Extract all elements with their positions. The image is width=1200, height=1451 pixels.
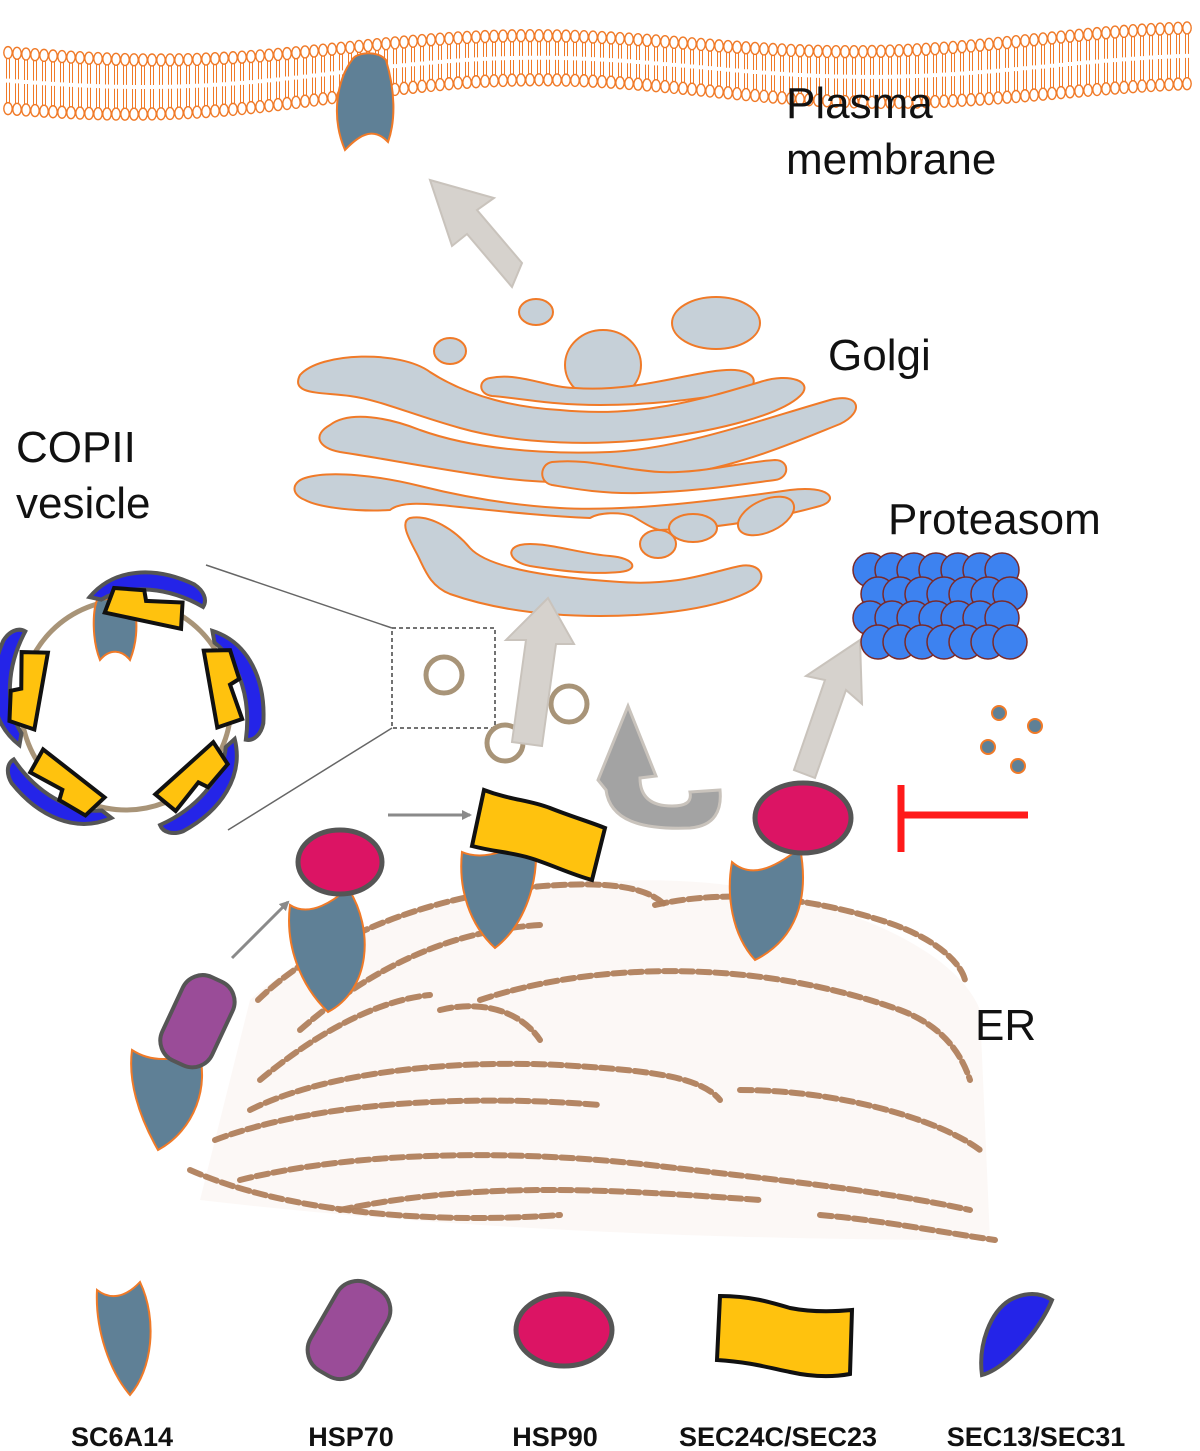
complex-sc6a14-hsp90-left — [288, 827, 385, 1014]
zoom-box — [391, 627, 496, 729]
transport-vesicles — [423, 654, 590, 764]
legend-sc6a14-icon — [95, 1280, 152, 1397]
er-label: ER — [975, 1001, 1036, 1050]
legend: SC6A14 HSP70 HSP90 SEC24C/SEC23 SEC13/SE… — [71, 1278, 1126, 1451]
golgi-label: Golgi — [828, 331, 931, 380]
inhibition-symbol — [897, 785, 1028, 852]
legend-sec24-label: SEC24C/SEC23 — [679, 1422, 877, 1451]
degradation-fragments — [980, 705, 1043, 774]
legend-hsp90-label: HSP90 — [512, 1422, 598, 1451]
arrow-golgi-to-membrane — [428, 178, 524, 289]
arrow-to-proteasome — [792, 638, 864, 780]
complex-sc6a14-sec24 — [460, 787, 608, 950]
zoom-line-top — [205, 564, 393, 629]
complex-sc6a14-hsp70 — [130, 973, 237, 1152]
proteasome — [852, 552, 1028, 660]
arrow-vesicle-to-golgi — [503, 596, 576, 748]
legend-sc6a14-label: SC6A14 — [71, 1422, 173, 1451]
arrow-hsp70-to-hsp90 — [230, 900, 290, 960]
plasma-membrane — [3, 21, 1192, 121]
legend-hsp70-label: HSP70 — [308, 1422, 394, 1451]
arrow-curved-return — [596, 701, 722, 830]
legend-sec13-label: SEC13/SEC31 — [947, 1422, 1126, 1451]
legend-hsp90-icon — [513, 1291, 615, 1369]
sc6a14-in-membrane — [335, 52, 395, 152]
legend-sec24-icon — [714, 1293, 855, 1379]
zoom-line-bottom — [227, 727, 393, 831]
proteasome-label: Proteasom — [888, 495, 1101, 544]
copii-coat — [0, 570, 266, 835]
complex-sc6a14-hsp90-right — [728, 780, 854, 962]
golgi — [293, 296, 857, 618]
legend-sec13-icon — [979, 1292, 1055, 1378]
legend-hsp70-icon — [305, 1278, 393, 1382]
